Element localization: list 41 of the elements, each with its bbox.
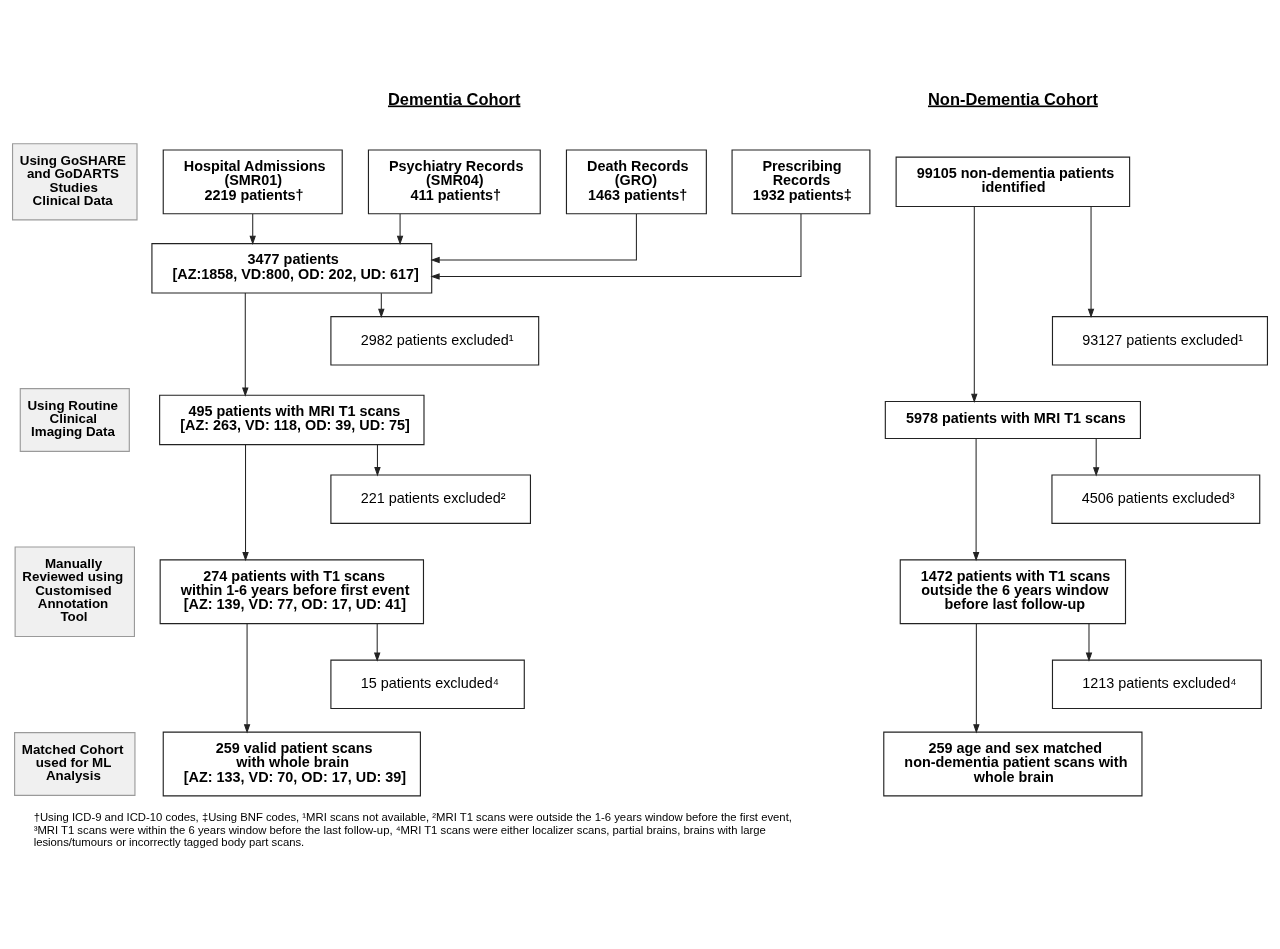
node-box: Prescribing Records 1932 patients‡ (731, 149, 871, 215)
arrow (1085, 623, 1093, 662)
arrow (973, 623, 980, 734)
node-box: 259 age and sex matched non-dementia patient scans with whole brain (883, 731, 1143, 797)
node-box: 221 patients excluded² (330, 474, 531, 524)
arrow (378, 292, 385, 319)
node-box: 15 patients excluded⁴ (330, 659, 525, 710)
node-box: 1472 patients with T1 scans outside the 6 years window before last follow-up (899, 559, 1127, 625)
arrow (396, 213, 404, 245)
arrow (249, 213, 256, 245)
arrow (1092, 438, 1100, 477)
caption: †Using ICD-9 and ICD-10 codes, ‡Using BNF codes, ¹MRI scans not available, ²MRI T1 scans were outside the 1-6 years window before the first event, ³MRI T1 scans were within the 6 years window before the last follow-up, ⁴MRI T1 scans were either localizer scans, partial brains, brains with large lesions/tumours or incorrectly tagged body part scans. (33, 811, 792, 849)
node-box: Using Routine Clinical Imaging Data (19, 388, 130, 452)
node-box: Manually Reviewed using Customised Annotation Tool (14, 546, 135, 638)
node-box: 4506 patients excluded³ (1051, 474, 1261, 524)
arrow (1087, 206, 1095, 318)
node-box: 2982 patients excluded¹ (330, 316, 540, 366)
arrow (373, 623, 381, 662)
node-box: 5978 patients with MRI T1 scans (884, 400, 1141, 440)
node-box: 1213 patients excluded⁴ (1051, 659, 1262, 710)
arrow (242, 292, 249, 397)
arrow (972, 438, 980, 562)
label: Dementia Cohort (387, 89, 521, 108)
node-box: 3477 patients [AZ:1858, VD:800, OD: 202, UD: 617] (151, 243, 433, 294)
arrow (374, 444, 381, 477)
node-box: Death Records (GRO) 1463 patients† (565, 149, 707, 215)
arrow (430, 213, 637, 264)
node-box: 259 valid patient scans with whole brain [AZ: 133, VD: 70, OD: 17, UD: 39] (162, 731, 421, 797)
arrow (243, 623, 251, 734)
arrow (430, 213, 802, 280)
node-box: 495 patients with MRI T1 scans [AZ: 263, VD: 118, OD: 39, UD: 75] (159, 394, 425, 446)
node-box: Matched Cohort used for ML Analysis (14, 732, 136, 796)
node-box: 99105 non-dementia patients identified (895, 156, 1131, 208)
arrow (971, 206, 978, 403)
node-box: 274 patients with T1 scans within 1-6 years before first event [AZ: 139, VD: 77, OD: 17, UD: 41] (159, 559, 425, 625)
node-box: 93127 patients excluded¹ (1051, 316, 1268, 366)
arrow (242, 444, 249, 562)
node-box: Psychiatry Records (SMR04) 411 patients† (367, 149, 541, 215)
node-box: Using GoSHARE and GoDARTS Studies Clinical Data (12, 143, 138, 221)
label: Non-Dementia Cohort (928, 89, 1098, 108)
node-box: Hospital Admissions (SMR01) 2219 patients† (162, 149, 343, 215)
